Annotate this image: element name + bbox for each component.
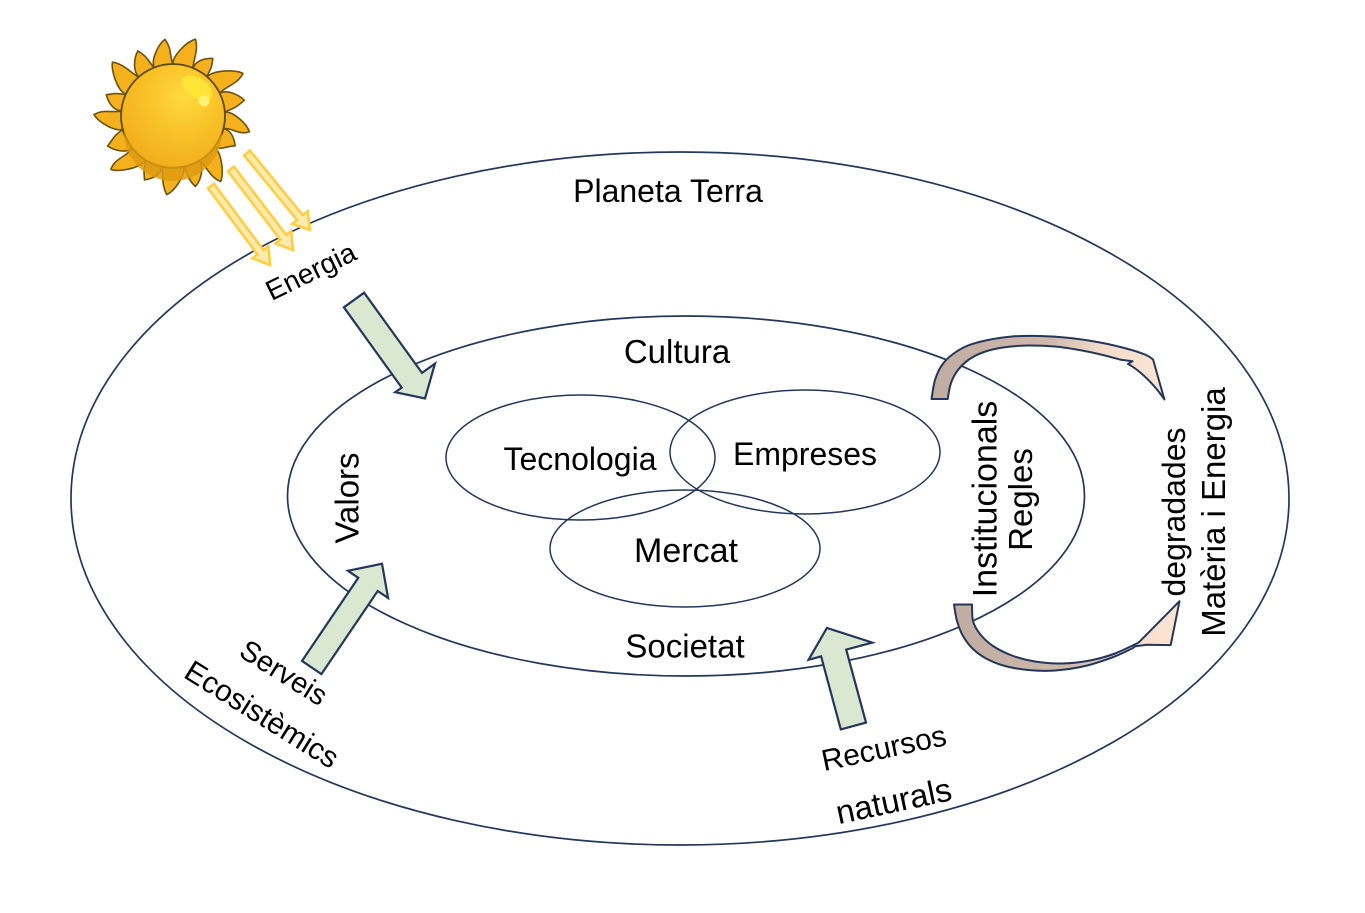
svg-text:Institucionals: Institucionals — [967, 401, 1005, 598]
svg-text:Matèria i Energia: Matèria i Energia — [1195, 387, 1232, 637]
svg-text:Valors: Valors — [329, 452, 366, 543]
svg-text:degradades: degradades — [1156, 427, 1192, 596]
svg-text:Planeta Terra: Planeta Terra — [573, 173, 763, 209]
svg-text:Tecnologia: Tecnologia — [504, 441, 657, 477]
svg-text:Cultura: Cultura — [624, 333, 731, 370]
svg-text:Regles: Regles — [1002, 448, 1039, 551]
svg-text:Societat: Societat — [625, 628, 744, 665]
svg-text:Empreses: Empreses — [733, 436, 877, 472]
svg-text:Mercat: Mercat — [634, 532, 738, 570]
